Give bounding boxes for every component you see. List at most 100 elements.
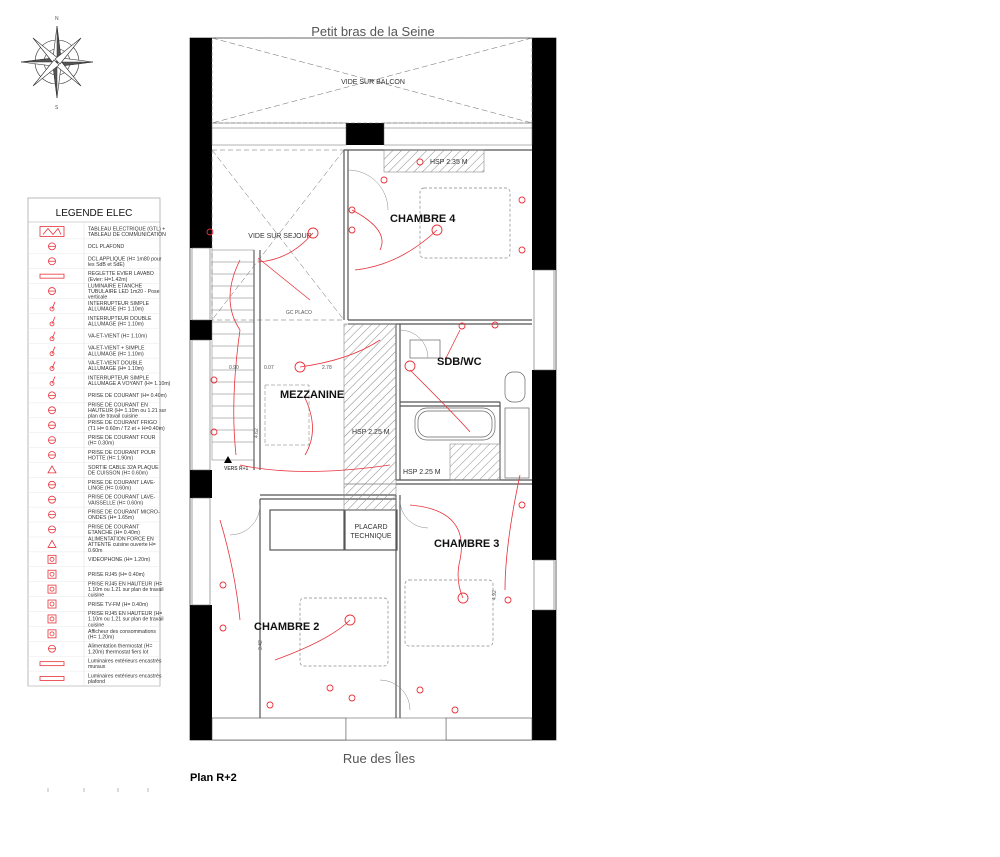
building-walls: [189, 37, 557, 741]
socket-icon: [458, 322, 466, 330]
va-et-vient-icon: [49, 331, 56, 342]
legend-item: PRISE RJ45 EN HAUTEUR (H=1.10m ou 1.21 s…: [28, 611, 164, 628]
dcl-icon: [48, 242, 56, 251]
label-mezzanine: MEZZANINE: [280, 389, 344, 401]
luminaire-icon: [48, 287, 56, 295]
dcl-ceiling-icon: [307, 227, 319, 239]
dim-5: 4.92: [492, 590, 498, 600]
legend-item: PRISE RJ45 EN HAUTEUR (H=1.10m ou 1.21 s…: [28, 581, 164, 599]
legend-item: VIDEOPHONE (H= 1.20m): [28, 554, 160, 567]
label-hsp-3: HSP 2.25 M: [403, 469, 441, 476]
attente-icon: [47, 539, 57, 548]
windows: [191, 247, 555, 741]
stair-arrow-icon: [224, 456, 232, 463]
legend-item-label: DE CUISSON (H= 0.60m): [88, 471, 148, 477]
socket-icon: [210, 428, 218, 436]
legend-item: PRISE DE COURANT FOUR(H= 0.30m): [28, 435, 160, 448]
label-vide-balcon: VIDE SUR BALCON: [341, 79, 405, 86]
legend-item-label: Afficheur des consommations: [88, 629, 156, 635]
legend-item: PRISE DE COURANT MICRO-ONDES (H= 1.65m): [28, 510, 160, 523]
legend-item-label: DCL PLAFOND: [88, 244, 124, 250]
compass-rose: N S: [20, 16, 94, 111]
electric-circuits: [219, 209, 521, 661]
thermostat-icon: [48, 644, 56, 653]
socket-icon: [326, 684, 334, 692]
dim-1: 0.90: [229, 365, 239, 371]
legend-item-label: 1.10m ou 1.21 sur plan de travail: [88, 617, 164, 623]
legend-item: PRISE TV-FM (H= 0.40m): [28, 599, 160, 612]
legend-item-label: PRISE DE COURANT LAVE-: [88, 480, 156, 486]
legend-item-label: cuisine: [88, 593, 104, 599]
furniture: [299, 187, 511, 667]
legend-item-label: (Evier: H=1.42m): [88, 277, 128, 283]
legend-item: VA-ET-VIENT (H= 1.10m): [28, 331, 160, 344]
cable-icon: [47, 465, 57, 474]
legend-item-label: Luminaires extérieurs encastrés: [88, 674, 162, 680]
label-gc-placo: GC PLACO: [286, 310, 312, 316]
rj45-haut-icon: [47, 584, 57, 594]
legend-item: PRISE DE COURANT LAVE-LINGE (H= 0.60m): [28, 480, 160, 493]
label-chambre2: CHAMBRE 2: [254, 621, 319, 633]
label-sdb: SDB/WC: [437, 356, 482, 368]
socket-icon: [416, 158, 424, 166]
legend-item-label: PRISE RJ45 (H= 0.40m): [88, 572, 145, 578]
label-chambre3: CHAMBRE 3: [434, 538, 499, 550]
panel-icon: [39, 226, 65, 237]
vv-simple-icon: [49, 346, 56, 357]
label-placard: PLACARD: [354, 524, 387, 531]
legend-item: PRISE DE COURANT LAVE-VAISSELLE (H= 0.60…: [28, 495, 160, 508]
legend-item-label: Alimentation thermostat (H=: [88, 644, 152, 650]
legend-item-label: INTERRUPTEUR SIMPLE: [88, 375, 150, 381]
stairs: [211, 249, 310, 461]
label-hsp-1: HSP 2.35 M: [430, 159, 468, 166]
voyant-icon: [49, 376, 56, 386]
legend-item: Alimentation thermostat (H=1.20m) thermo…: [28, 644, 160, 657]
legend-item-label: cuisine: [88, 622, 104, 628]
legend-item: PRISE RJ45 (H= 0.40m): [28, 569, 160, 582]
legend-item-label: ALIMENTATION FORCE EN: [88, 537, 154, 543]
tv-icon: [47, 599, 57, 609]
dcl-ceiling-icon: [457, 592, 469, 604]
legend-item-label: ALLUMAGE (H= 1.10m): [88, 351, 144, 357]
legend-item-label: 0.60m: [88, 548, 102, 554]
socket-icon: [504, 596, 512, 604]
socket-icon: [219, 581, 227, 589]
lave-vaisselle-icon: [48, 495, 56, 504]
legend-item: TABLEAU ELECTRIQUE (GTL) +TABLEAU DE COM…: [28, 226, 166, 240]
reglette-icon: [39, 273, 65, 279]
socket-icon: [518, 246, 526, 254]
label-vide-sejour: VIDE SUR SEJOUR: [248, 233, 311, 240]
bathroom-fixtures: [409, 339, 530, 479]
legend-footer-marks: [47, 788, 149, 792]
label-hsp-2: HSP 2.25 M: [352, 429, 390, 436]
legend: LEGENDE ELEC TABLEAU ELECTRIQUE (GTL) +T…: [27, 197, 171, 687]
balcony-void: [211, 37, 533, 146]
rj45-icon: [47, 569, 57, 579]
legend-item-label: VA-ET-VIENT (H= 1.10m): [88, 334, 147, 340]
legend-item-label: (H= 1.20m): [88, 634, 114, 640]
legend-item-label: LUMINAIRE ETANCHE: [88, 283, 143, 289]
legend-item-label: VA-ET-VIENT DOUBLE: [88, 361, 143, 367]
legend-item: Afficheur des consommations(H= 1.20m): [28, 629, 160, 642]
dcl-applique-icon: [48, 257, 56, 266]
dcl-ceiling-icon: [404, 360, 416, 372]
switch-double-icon: [49, 316, 56, 327]
afficheur-icon: [47, 629, 57, 639]
legend-title: LEGENDE ELEC: [56, 208, 133, 219]
vv-double-icon: [49, 361, 56, 371]
legend-item-label: VIDEOPHONE (H= 1.20m): [88, 557, 150, 563]
legend-item-label: ALLUMAGE (H= 1.10m): [88, 366, 144, 372]
dim-6: 3.42: [258, 640, 264, 650]
legend-item-label: TABLEAU DE COMMUNICATION: [88, 232, 166, 238]
socket-icon: [219, 624, 227, 632]
